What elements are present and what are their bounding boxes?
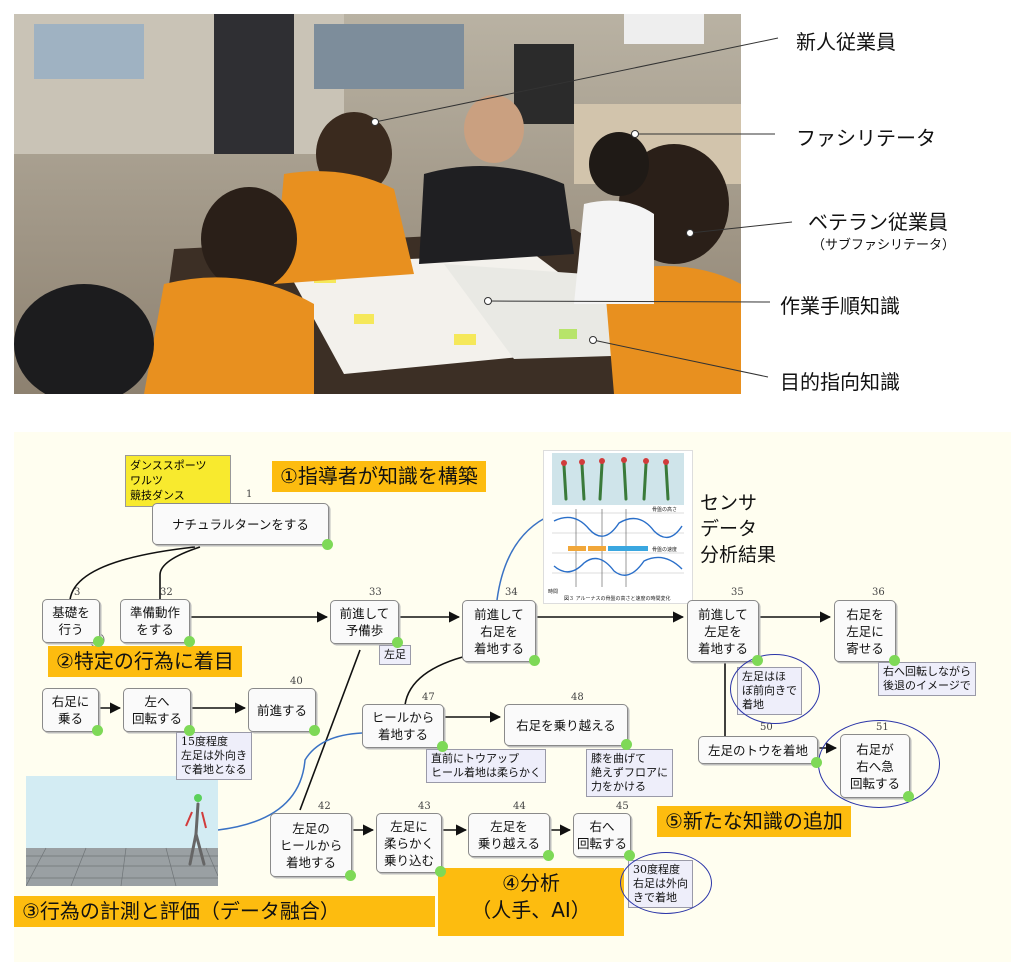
sensor-axis-label: 時間 <box>548 589 558 595</box>
node-36-number: 36 <box>872 587 885 598</box>
node-right-foot-dot <box>92 725 103 736</box>
node-48-dot <box>621 739 632 750</box>
node-50-dot <box>811 757 822 768</box>
node-34-number: 34 <box>505 587 518 598</box>
note-toe-up: 直前にトウアップ ヒール着地は柔らかく <box>426 749 546 783</box>
node-42-dot <box>345 870 356 881</box>
label-new-employee: 新人従業員 <box>796 30 896 54</box>
node-45: 右へ 回転する <box>573 813 631 857</box>
note-knee: 膝を曲げて 絶えずフロアに 力をかける <box>586 749 673 797</box>
node-1: ナチュラルターンをする <box>152 503 329 545</box>
node-50-number: 50 <box>760 722 773 733</box>
sensor-height-label: 骨盤の高さ <box>652 506 677 513</box>
node-32: 準備動作 をする <box>120 599 190 643</box>
step4-label: ④分析 （人手、AI） <box>438 868 624 936</box>
node-44-number: 44 <box>513 801 526 812</box>
node-40: 前進する <box>248 688 316 732</box>
node-35-number: 35 <box>731 587 744 598</box>
sensor-figure-graphic: 骨盤の高さ 骨盤の速度 時間 図３ アルーナスの骨盤の高さと速度の時間変化 <box>548 453 684 602</box>
node-3: 基礎を 行う <box>42 599 100 643</box>
note-15deg: 15度程度 左足は外向き で着地となる <box>176 732 252 780</box>
node-left-rotate-dot <box>184 725 195 736</box>
node-1-number: 1 <box>246 489 253 500</box>
node-40-number: 40 <box>290 676 303 687</box>
step3-label: ③行為の計測と評価（データ融合） <box>14 896 435 927</box>
node-44-dot <box>543 850 554 861</box>
highlight-ring-node-51 <box>818 720 940 808</box>
photo-callout-lines <box>371 37 793 378</box>
node-3-number: 3 <box>74 587 81 598</box>
node-51-dot <box>903 791 914 802</box>
sensor-data-figure: 骨盤の高さ 骨盤の速度 時間 図３ アルーナスの骨盤の高さと速度の時間変化 <box>543 450 693 604</box>
node-34: 前進して 右足を 着地する <box>462 600 536 662</box>
node-33: 前進して 予備歩 <box>330 600 399 644</box>
node-1-dot <box>322 539 333 550</box>
node-35: 前進して 左足を 着地する <box>687 600 759 662</box>
node-47: ヒールから 着地する <box>362 704 444 748</box>
node-43-number: 43 <box>418 801 431 812</box>
node-36: 右足を 左足に 寄せる <box>834 600 896 662</box>
label-procedure-knowledge: 作業手順知識 <box>780 294 900 318</box>
note-right-rotate: 右へ回転しながら 後退のイメージで <box>878 662 976 696</box>
node-left-rotate: 左へ 回転する <box>123 688 191 732</box>
node-43: 左足に 柔らかく 乗り込む <box>376 813 442 873</box>
node-44: 左足を 乗り越える <box>468 813 550 857</box>
label-goal-knowledge: 目的指向知識 <box>780 370 900 394</box>
workshop-photo-illustration <box>14 14 741 394</box>
node-36-dot <box>889 655 900 666</box>
label-veteran-sub: （サブファシリテータ） <box>812 238 956 253</box>
node-33-dot <box>392 637 403 648</box>
motion-capture-graphic <box>26 776 218 886</box>
note-left-foot: 左足 <box>379 645 411 665</box>
node-35-dot <box>752 655 763 666</box>
workshop-photo <box>14 14 741 394</box>
node-45-number: 45 <box>616 801 629 812</box>
step1-label: ①指導者が知識を構築 <box>272 461 486 492</box>
node-right-foot: 右足に 乗る <box>42 688 99 732</box>
node-50: 左足のトウを着地 <box>698 736 818 764</box>
node-48-number: 48 <box>571 692 584 703</box>
highlight-ring-left-forward <box>730 654 820 724</box>
label-facilitator: ファシリテータ <box>796 126 936 150</box>
step5-label: ⑤新たな知識の追加 <box>657 806 851 837</box>
node-47-dot <box>437 741 448 752</box>
genre-note: ダンススポーツ ワルツ 競技ダンス <box>125 455 231 507</box>
sensor-caption: 図３ アルーナスの骨盤の高さと速度の時間変化 <box>564 595 671 602</box>
node-43-dot <box>435 866 446 877</box>
node-32-number: 32 <box>160 587 173 598</box>
node-34-dot <box>529 655 540 666</box>
node-3-dot <box>93 636 104 647</box>
node-33-number: 33 <box>369 587 382 598</box>
node-45-dot <box>624 850 635 861</box>
node-42-number: 42 <box>318 801 331 812</box>
motion-capture-figure <box>26 776 218 886</box>
sensor-speed-label: 骨盤の速度 <box>652 546 677 553</box>
label-veteran: ベテラン従業員 <box>808 210 948 234</box>
node-48: 右足を乗り越える <box>504 704 628 746</box>
node-40-dot <box>309 725 320 736</box>
step2-label: ②特定の行為に着目 <box>48 646 242 677</box>
node-47-number: 47 <box>422 692 435 703</box>
node-42: 左足の ヒールから 着地する <box>270 813 352 877</box>
highlight-ring-30deg <box>620 852 712 914</box>
sensor-label: センサ データ 分析結果 <box>700 492 777 566</box>
node-32-dot <box>184 636 195 647</box>
